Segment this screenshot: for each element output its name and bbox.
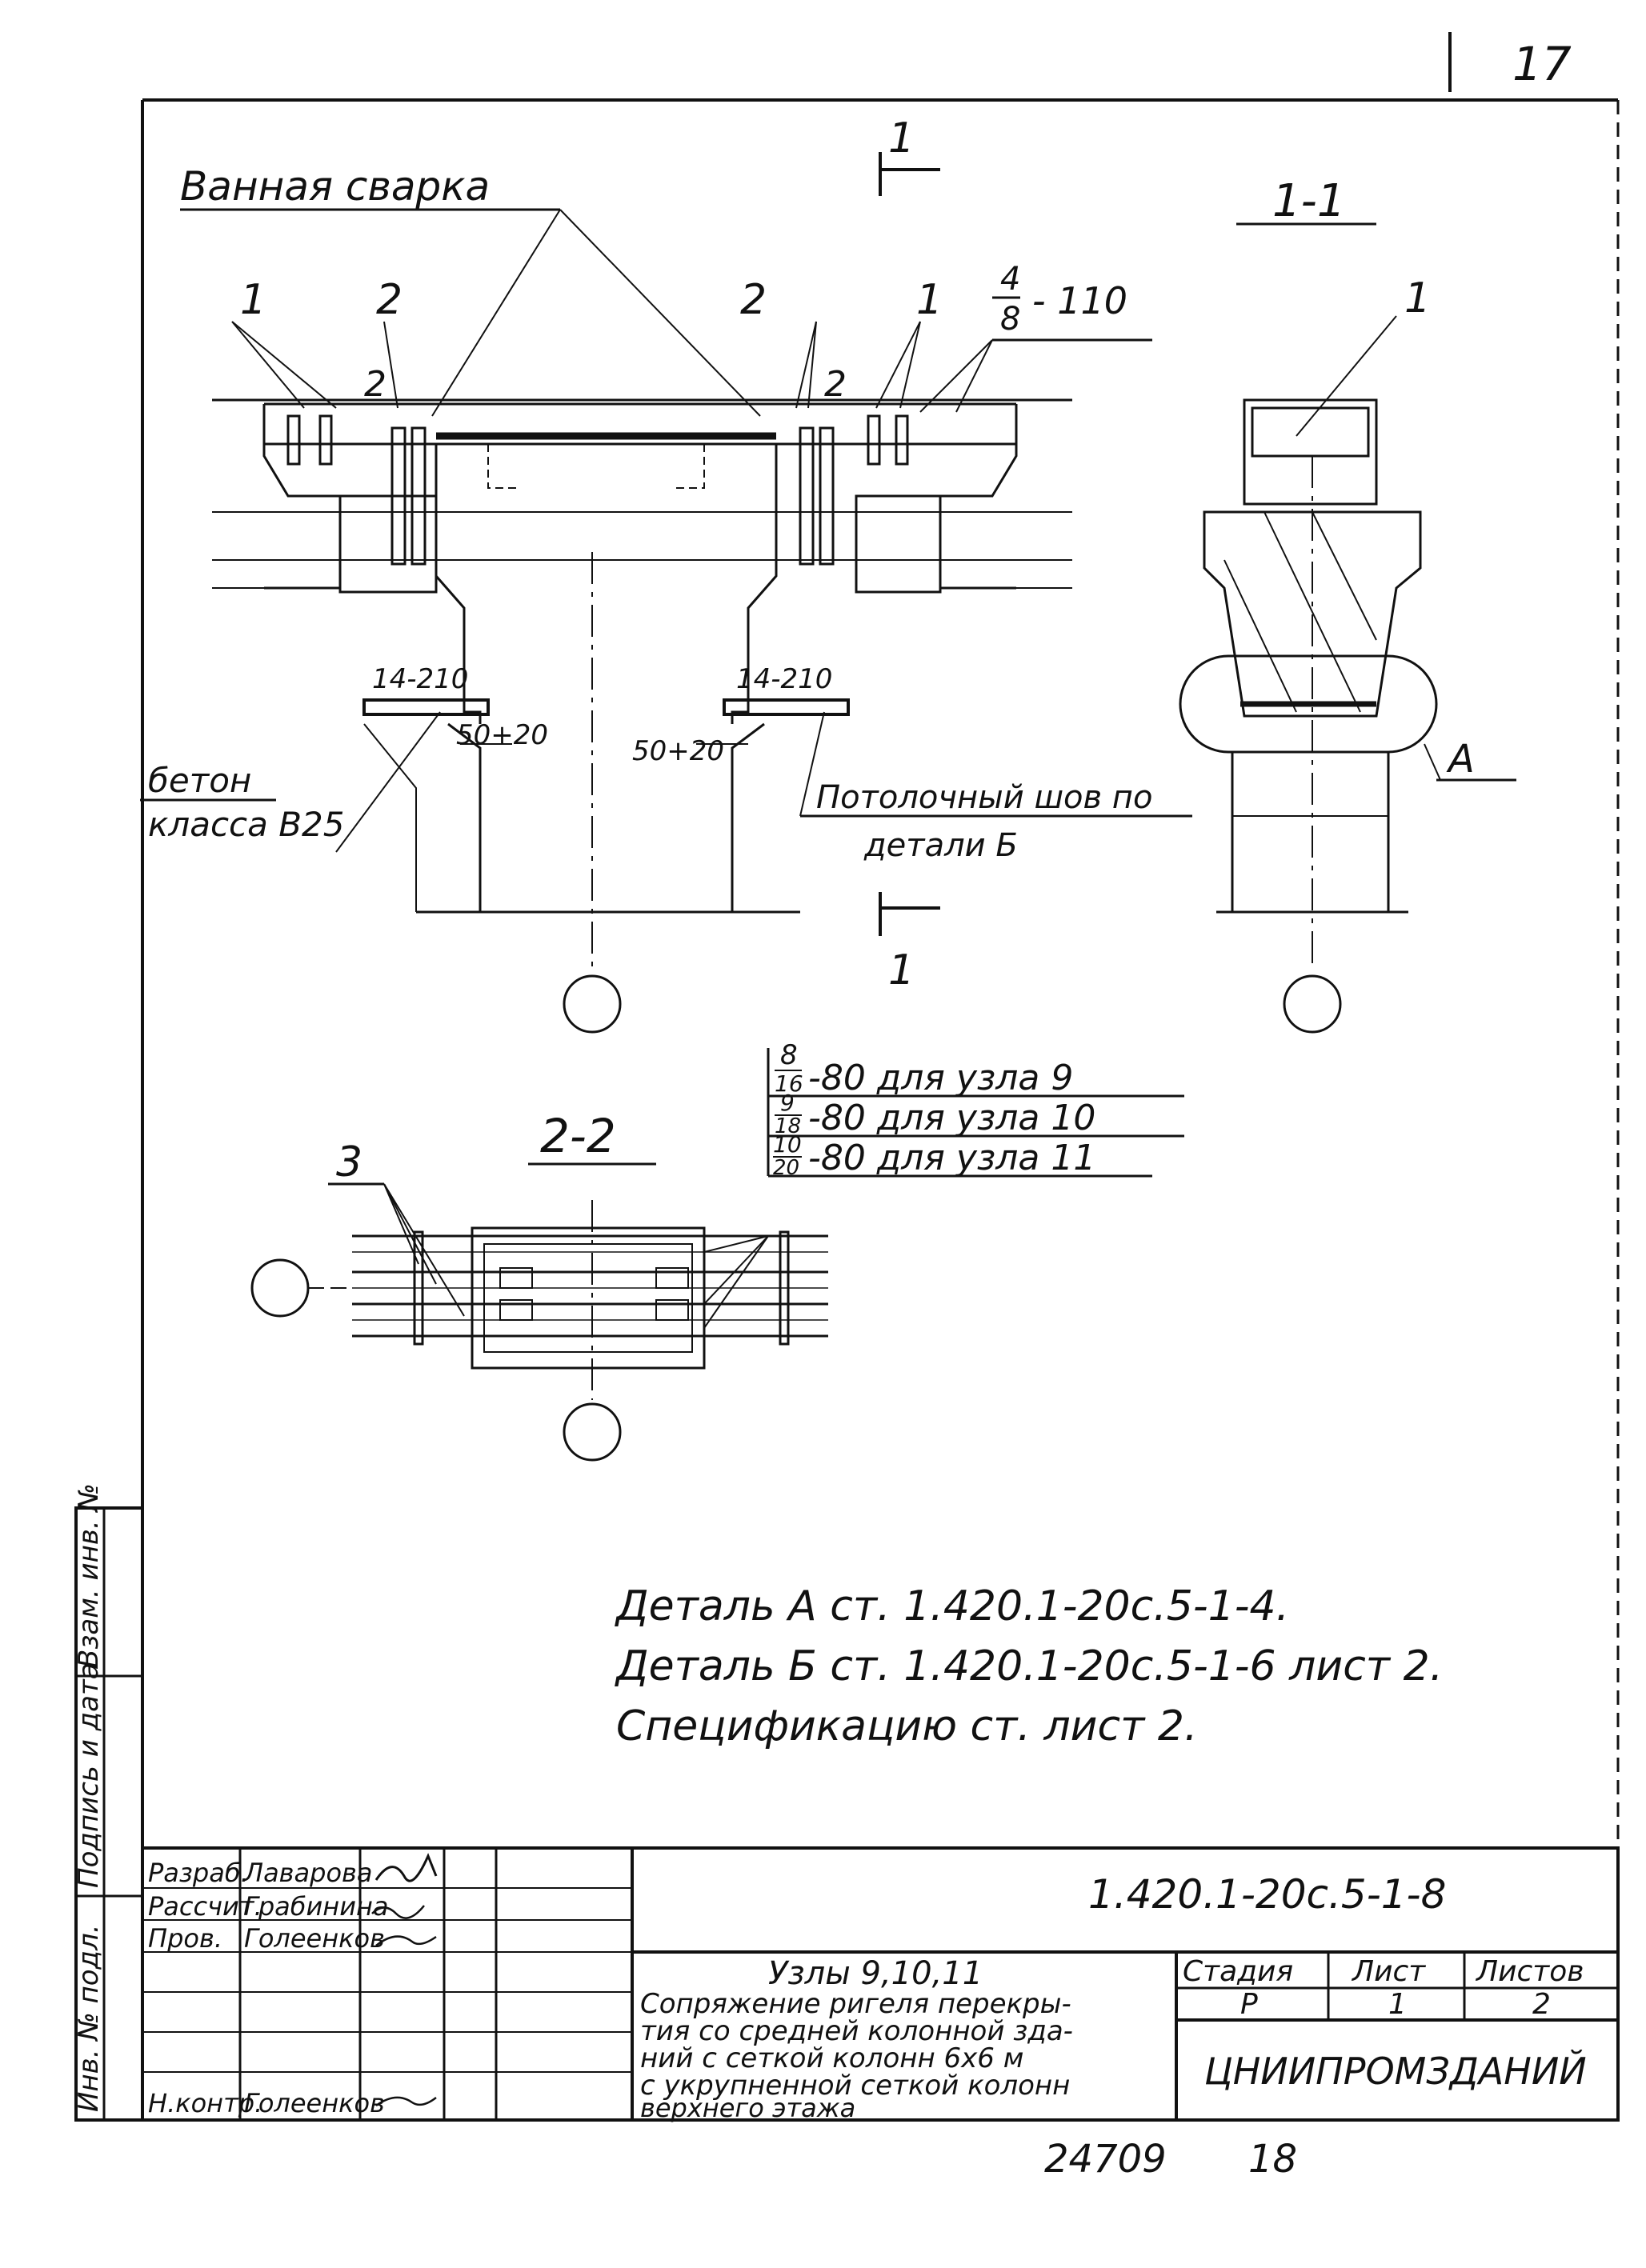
weld-row: 10 20 -80 для узла 11 (773, 1131, 1095, 1180)
notes: Деталь А ст. 1.420.1-20с.5-1-4. Деталь Б… (615, 1582, 1443, 1750)
title-line: Узлы 9,10,11 (768, 1955, 983, 1992)
title-block (141, 1846, 1620, 2122)
title-line: ний с сеткой колонн 6х6 м (640, 2042, 1023, 2074)
title-line: верхнего этажа (640, 2093, 855, 2123)
weld-row: 8 16 -80 для узла 9 (775, 1039, 1073, 1098)
organization: ЦНИИПРОМЗДАНИЙ (1204, 2050, 1587, 2093)
label-weld-bath: Ванная сварка (180, 163, 490, 210)
doc-code: 1.420.1-20с.5-1-8 (1088, 1871, 1446, 1918)
dim-50-right: 50+20 (632, 735, 724, 767)
side-stamp-inv: Инв. № подл. (73, 1924, 105, 2112)
section-2-2-view (250, 1048, 1184, 1462)
dim-50-left: 50+20 (456, 719, 548, 751)
weld-row-den: 18 (775, 1114, 801, 1138)
corner-mark-text: 17 (1512, 37, 1572, 91)
signature-mark (375, 2096, 437, 2107)
stage-header: Стадия (1183, 1955, 1293, 1988)
weld-4-8-den: 8 (1000, 301, 1020, 338)
weld-row-num: 10 (773, 1131, 802, 1158)
weld-row-den: 16 (775, 1070, 803, 1097)
sig-role: Пров. (148, 1923, 222, 1954)
weld-row-den: 20 (773, 1156, 799, 1180)
sheet-value: 1 (1388, 1988, 1407, 2021)
sig-name: Голеенков (244, 1923, 385, 1954)
footer-number: 24709 (1044, 2137, 1167, 2182)
weld-row-text: -80 для узла 10 (808, 1098, 1095, 1138)
pos-1-section: 1 (1404, 274, 1431, 322)
pos-3: 3 (336, 1138, 362, 1186)
sig-role: Разраб. (148, 1858, 249, 1888)
pos-2-right: 2 (740, 276, 767, 324)
side-stamp-signature: Подпись и дата (73, 1662, 105, 1888)
title-line: тия со средней колонной зда- (640, 2015, 1073, 2047)
weld-list: 8 16 -80 для узла 9 9 18 -80 для узла 10… (773, 1039, 1095, 1180)
section-1-1-title: 1-1 (1272, 175, 1345, 227)
footer-page: 18 (1248, 2137, 1297, 2182)
pos-1-right: 1 (916, 276, 943, 324)
sheets-header: Листов (1475, 1955, 1584, 1988)
section-2-2-title: 2-2 (540, 1109, 616, 1163)
sig-role: Н.контр. (148, 2088, 262, 2118)
weld-4-8-num: 4 (1000, 261, 1020, 298)
side-stamp: Инв. № подл. Подпись и дата Взам. инв. № (73, 1483, 144, 2122)
weld-row-text: -80 для узла 9 (808, 1058, 1073, 1098)
sig-name: Грабинина (244, 1891, 389, 1922)
title-line: с укрупненной сеткой колонн (640, 2070, 1070, 2102)
signature-mark (371, 1905, 425, 1919)
title-line: Сопряжение ригеля перекры- (640, 1988, 1071, 2020)
label-ceiling-seam-2: детали Б (863, 827, 1018, 864)
detail-A-label: А (1446, 737, 1475, 782)
signature-mark (374, 1853, 438, 1882)
elevation-view (140, 152, 1192, 1034)
pos-2-right-lower: 2 (824, 364, 847, 405)
weld-row-num: 8 (780, 1039, 798, 1071)
label-concrete-2: класса В25 (148, 805, 344, 844)
side-stamp-replace: Взам. инв. № (73, 1483, 105, 1668)
section-mark-bottom: 1 (888, 946, 915, 994)
corner-mark: 17 (1448, 32, 1572, 92)
sig-name: Лаварова (243, 1858, 373, 1888)
weld-row-text: -80 для узла 11 (808, 1138, 1095, 1178)
weld-row-num: 9 (780, 1090, 795, 1116)
sheets-value: 2 (1532, 1988, 1551, 2021)
weld-14-210-left: 14-210 (372, 663, 468, 695)
stage-value: Р (1240, 1988, 1258, 2021)
pos-1-left: 1 (240, 276, 266, 324)
note-line: Спецификацию ст. лист 2. (616, 1702, 1198, 1750)
weld-4-8-len: - 110 (1032, 279, 1127, 322)
section-1-1-view (1179, 222, 1516, 1034)
section-mark-top: 1 (888, 114, 915, 162)
weld-row: 9 18 -80 для узла 10 (775, 1090, 1095, 1138)
weld-14-210-right: 14-210 (736, 663, 832, 695)
pos-2-left: 2 (376, 276, 402, 324)
label-concrete-1: бетон (148, 761, 251, 800)
label-ceiling-seam-1: Потолочный шов по (816, 779, 1152, 816)
pos-2-left-lower: 2 (364, 364, 386, 405)
sheet-header: Лист (1351, 1955, 1426, 1988)
title-block-text: 1.420.1-20с.5-1-8 Разраб. Лаварова Рассч… (148, 1853, 1587, 2123)
note-line: Деталь Б ст. 1.420.1-20с.5-1-6 лист 2. (615, 1642, 1443, 1690)
note-line: Деталь А ст. 1.420.1-20с.5-1-4. (615, 1582, 1289, 1630)
sig-role: Рассчит. (148, 1891, 262, 1922)
signature-mark (375, 1935, 437, 1946)
sig-name: Голеенков (244, 2088, 385, 2118)
